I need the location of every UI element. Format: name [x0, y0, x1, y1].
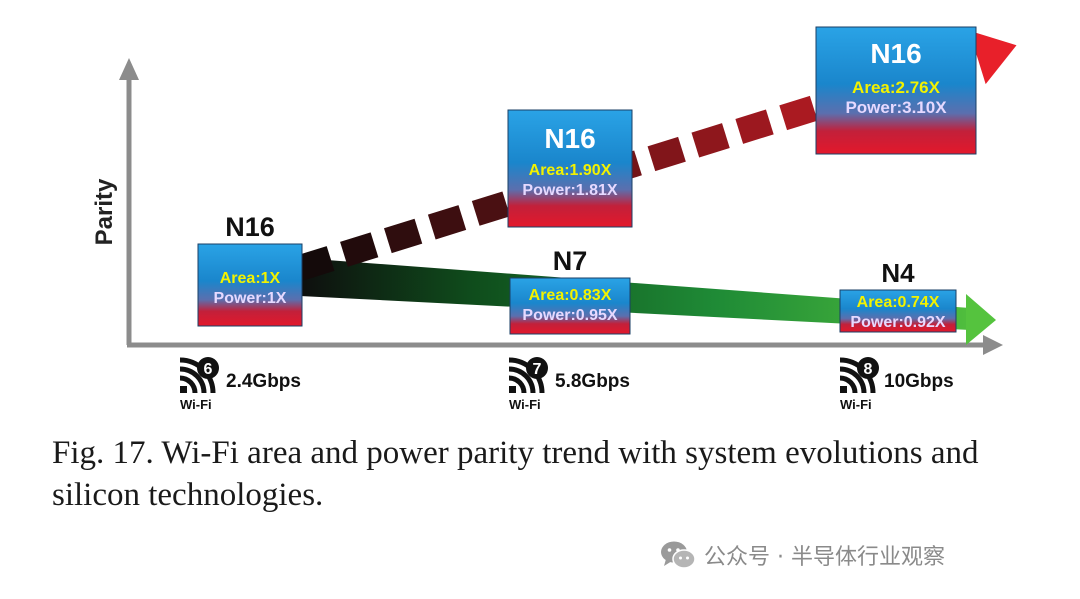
chip-area-label: Area:1.90X — [529, 162, 612, 179]
chip-node-label: N16 — [870, 38, 921, 69]
chip-node-label: N16 — [544, 123, 595, 154]
generation-speed: 10Gbps — [884, 371, 954, 392]
chip-n7: N7 Area:0.83X Power:0.95X — [509, 246, 631, 335]
chip-die — [815, 26, 977, 155]
red-trend-head — [969, 30, 1017, 85]
red-trend-dash — [779, 95, 818, 131]
wifi-logo-text: Wi-Fi — [180, 397, 212, 412]
watermark-text: 公众号 · 半导体行业观察 — [704, 545, 945, 570]
chip-n16-top: N16 Area:2.76X Power:3.10X — [815, 26, 977, 155]
parity-diagram: Parity N16 Area:1X Power:1X N16 Area:1.9… — [91, 26, 1017, 412]
chip-n16-base: N16 Area:1X Power:1X — [197, 212, 303, 327]
generation-badge — [197, 357, 219, 379]
red-trend-dash — [427, 205, 467, 240]
green-trend-body — [300, 258, 970, 330]
generation-speed: 2.4Gbps — [226, 371, 301, 392]
chip-die — [509, 277, 631, 335]
chip-area-label: Area:0.83X — [529, 287, 612, 304]
red-trend-dash — [471, 191, 511, 226]
green-trend-arrow — [300, 258, 996, 345]
chip-power-label: Power:0.92X — [850, 314, 945, 331]
generation-speed: 5.8Gbps — [555, 371, 630, 392]
generation-badge-number: 7 — [533, 361, 542, 378]
generation-badge-number: 6 — [204, 361, 213, 378]
chip-node-label: N4 — [881, 258, 915, 288]
wifi-logo-text: Wi-Fi — [509, 397, 541, 412]
red-trend-dash — [735, 109, 774, 144]
chip-die — [839, 289, 957, 333]
chip-n4: N4 Area:0.74X Power:0.92X — [839, 258, 957, 333]
chip-area-label: Area:0.74X — [857, 294, 940, 311]
chip-node-label: N7 — [553, 246, 588, 276]
wifi7-generation: 7 Wi-Fi 5.8Gbps — [508, 357, 630, 412]
x-axis-arrow — [983, 335, 1003, 355]
chip-die — [507, 109, 633, 228]
chip-power-label: Power:0.95X — [522, 307, 617, 324]
red-trend-dash — [647, 136, 686, 172]
chip-node-label: N16 — [225, 212, 275, 242]
watermark: 公众号 · 半导体行业观察 — [660, 537, 945, 573]
chip-die — [197, 243, 303, 327]
chip-power-label: Power:3.10X — [845, 98, 947, 117]
wechat-icon — [661, 541, 696, 569]
chip-power-label: Power:1X — [214, 290, 287, 307]
green-trend-head — [966, 294, 996, 345]
red-trend-dash — [691, 123, 730, 158]
red-trend-dash — [340, 232, 379, 267]
y-axis-label: Parity — [91, 178, 118, 245]
wifi8-generation: 8 Wi-Fi 10Gbps — [839, 357, 954, 412]
red-trend-dash — [383, 218, 423, 254]
wifi-logo-text: Wi-Fi — [840, 397, 872, 412]
y-axis-arrow — [119, 58, 139, 80]
chip-n16-mid: N16 Area:1.90X Power:1.81X — [507, 109, 633, 228]
chip-power-label: Power:1.81X — [522, 182, 617, 199]
generation-badge — [526, 357, 548, 379]
axes: Parity — [91, 58, 1003, 355]
generation-badge — [857, 357, 879, 379]
red-trend-dash — [296, 246, 335, 281]
figure-caption: Fig. 17. Wi-Fi area and power parity tre… — [52, 435, 979, 513]
chip-area-label: Area:2.76X — [852, 78, 941, 97]
wifi6-generation: 6 Wi-Fi 2.4Gbps — [179, 357, 301, 412]
generation-badge-number: 8 — [864, 361, 873, 378]
chip-area-label: Area:1X — [220, 270, 281, 287]
